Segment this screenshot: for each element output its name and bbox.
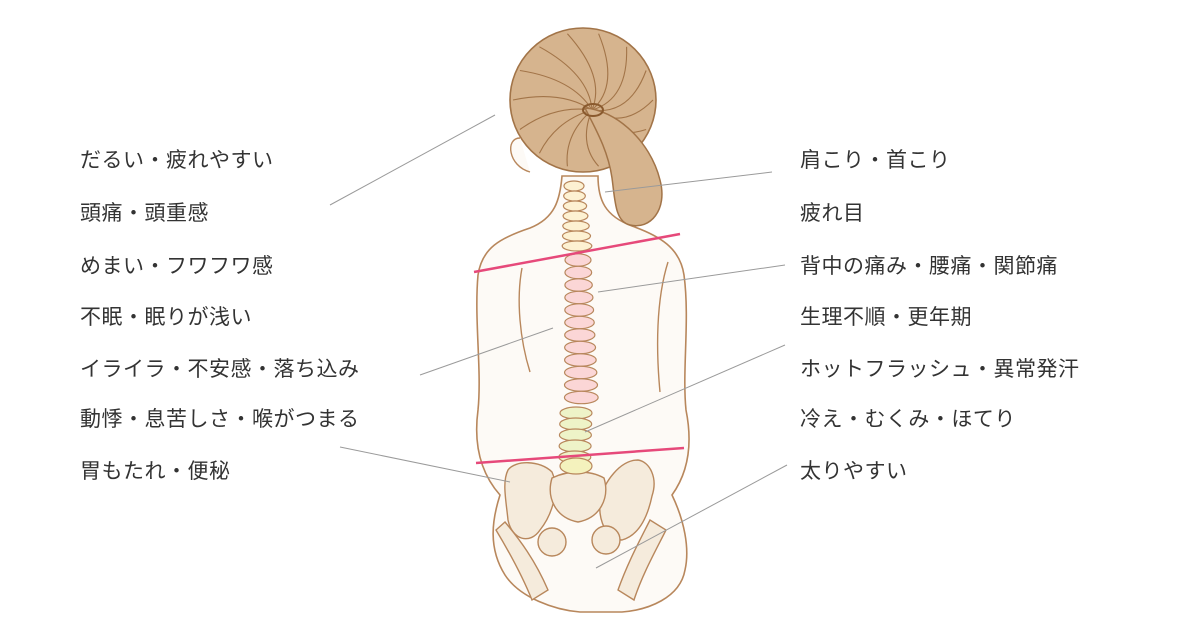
vertebra [561,240,593,252]
vertebra [559,417,593,431]
vertebra [562,220,590,232]
symptom-anxiety: イライラ・不安感・落ち込み [80,357,360,381]
symptom-weight-gain: 太りやすい [800,459,908,483]
symptom-back-pain: 背中の痛み・腰痛・関節痛 [800,254,1058,278]
right-femur [617,518,667,602]
leader-hip [595,464,788,569]
vertebra [564,290,594,305]
symptom-insomnia: 不眠・眠りが浅い [80,305,252,329]
symptom-digestion: 胃もたれ・便秘 [80,459,231,483]
symptom-headache: 頭痛・頭重感 [80,201,209,225]
symptom-hot-flash: ホットフラッシュ・異常発汗 [800,357,1080,381]
symptom-fatigue: だるい・疲れやすい [80,148,274,172]
vertebra [563,390,599,405]
symptom-cold-swelling: 冷え・むくみ・ほてり [800,407,1016,431]
vertebra [564,265,593,280]
vertebra [559,457,593,475]
vertebra [562,200,588,212]
vertebra [564,328,596,342]
right-ilium [599,459,655,541]
vertebra [564,303,595,317]
symptom-palpitation: 動悸・息苦しさ・喉がつまる [80,407,360,431]
vertebra [563,378,599,392]
leader-lumbar [584,344,786,433]
right-hip-socket [591,525,621,555]
vertebra [564,353,597,367]
pelvis [495,459,667,602]
left-back-contour [518,267,531,373]
symptom-menstrual: 生理不順・更年期 [800,305,972,329]
leader-neck [604,171,773,193]
spine [558,180,599,475]
vertebra [564,340,597,355]
hair-strand [538,109,593,154]
hair-tie [582,103,604,117]
leader-lines [329,114,788,569]
leader-center [419,327,554,376]
left-hip-socket [537,527,567,557]
hair-strand [591,46,628,111]
upper-marker-line [473,232,681,274]
lower-marker-line [475,446,685,465]
symptom-dizziness: めまい・フワフワ感 [80,254,274,278]
head [509,27,663,227]
vertebra [564,278,593,292]
vertebra [558,439,592,453]
vertebra [562,210,589,222]
left-femur [495,520,549,602]
vertebra [563,365,598,380]
left-ear [510,137,531,173]
vertebra [563,190,586,202]
hair-strand [539,46,593,111]
vertebra [561,230,592,242]
vertebra [564,315,595,330]
leader-back [597,264,786,293]
left-ilium [504,462,556,540]
symptom-eye-strain: 疲れ目 [800,201,865,225]
vertebra [559,406,593,420]
right-back-contour [656,261,669,393]
symptom-stiff-shoulders: 肩こり・首こり [800,148,951,172]
vertebra [563,180,585,192]
ponytail [583,107,663,227]
leader-pelvis [339,446,511,483]
leader-head [329,114,496,206]
